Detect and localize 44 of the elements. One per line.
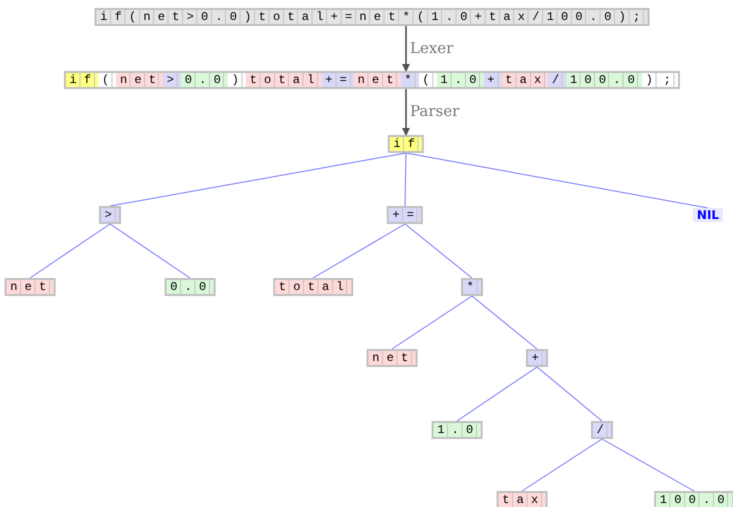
- tree-node: total: [275, 280, 351, 294]
- tree-edge: [522, 438, 602, 492]
- tree-edge: [392, 296, 472, 350]
- operator-token: +: [484, 73, 502, 87]
- tree-node: if: [390, 137, 422, 151]
- tree-node: net: [368, 351, 416, 365]
- number-token: 1.0: [436, 73, 484, 87]
- arrow: [402, 89, 410, 136]
- source-code: if(net>0.0)total+=net*(1.0+tax/100.0);: [96, 10, 648, 24]
- tree-edge: [30, 224, 110, 278]
- identifier-token: tax: [502, 73, 548, 87]
- operator-token: /: [548, 73, 566, 87]
- edge-label: Lexer: [409, 40, 454, 56]
- tree-node: *: [463, 280, 481, 294]
- keyword-token: if: [66, 73, 98, 87]
- tree-node: +=: [388, 208, 422, 222]
- tree-edge: [312, 224, 406, 278]
- number-token: 100.0: [566, 73, 642, 87]
- tree-node: 100.0: [656, 493, 732, 507]
- identifier-token: net: [116, 73, 164, 87]
- tree-edge: [472, 296, 538, 350]
- nil-node: NIL: [692, 208, 724, 222]
- tree-edge: [404, 152, 406, 206]
- identifier-token: net: [354, 73, 401, 87]
- tree-edge: [536, 366, 602, 422]
- tree-edge: [406, 152, 708, 208]
- tree-node: +: [528, 351, 546, 365]
- tree-node: 0.0: [166, 280, 214, 294]
- tree-edge: [110, 152, 406, 206]
- operator-token: *: [400, 73, 419, 87]
- arrow: [402, 26, 410, 72]
- tree-node: /: [593, 423, 611, 437]
- tree-node: net: [6, 280, 54, 294]
- tree-edge: [110, 224, 190, 278]
- number-token: 0.0: [181, 73, 228, 87]
- tree-edge: [456, 366, 538, 422]
- tree-node: >: [101, 208, 119, 222]
- identifier-token: total: [246, 73, 322, 87]
- tree-node: 1.0: [434, 423, 480, 437]
- tree-edge: [602, 438, 694, 492]
- operator-token: +=: [322, 73, 354, 87]
- tree-edge: [404, 224, 472, 278]
- operator-token: >: [163, 73, 182, 87]
- tree-node: tax: [498, 493, 546, 507]
